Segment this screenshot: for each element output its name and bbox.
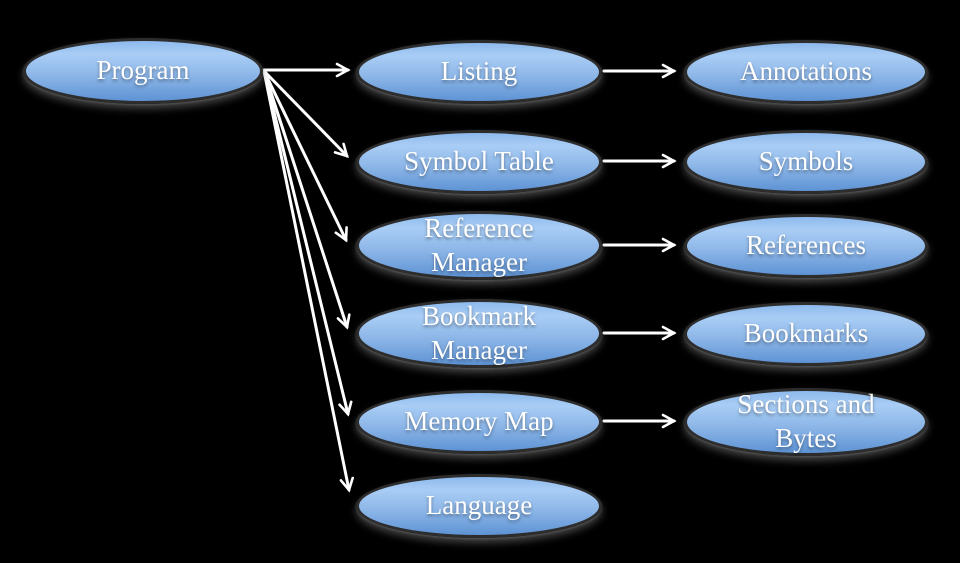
node-program-label: Program: [96, 55, 190, 86]
node-bookmarks: Bookmarks: [684, 302, 928, 366]
node-listing-label: Listing: [440, 56, 518, 87]
node-language: Language: [356, 474, 602, 538]
edge-program-symbol-table: [262, 69, 349, 158]
node-listing: Listing: [356, 40, 602, 104]
node-reference-manager: Reference Manager: [356, 211, 602, 280]
node-memory-map: Memory Map: [356, 390, 602, 454]
node-symbol-table: Symbol Table: [356, 130, 602, 194]
edge-program-bookmark-manager: [262, 69, 351, 330]
node-sections-and-bytes-label: Sections and Bytes: [737, 389, 875, 453]
node-annotations: Annotations: [684, 40, 928, 104]
node-program: Program: [23, 38, 263, 104]
node-bookmark-manager: Bookmark Manager: [356, 299, 602, 368]
node-reference-manager-label: Reference Manager: [424, 212, 534, 277]
node-language-label: Language: [425, 490, 533, 521]
edge-program-memory-map: [262, 69, 353, 417]
edge-program-language: [262, 69, 354, 493]
node-memory-map-label: Memory Map: [404, 406, 554, 437]
node-bookmarks-label: Bookmarks: [743, 318, 869, 349]
node-bookmark-manager-label: Bookmark Manager: [422, 300, 536, 365]
edge-program-reference-manager: [262, 69, 348, 243]
node-symbols: Symbols: [684, 130, 928, 194]
node-symbol-table-label: Symbol Table: [404, 146, 554, 177]
node-references: References: [684, 214, 928, 278]
node-symbols-label: Symbols: [758, 146, 854, 177]
node-references-label: References: [746, 230, 866, 261]
node-annotations-label: Annotations: [740, 56, 872, 87]
node-sections-and-bytes: Sections and Bytes: [684, 388, 928, 456]
